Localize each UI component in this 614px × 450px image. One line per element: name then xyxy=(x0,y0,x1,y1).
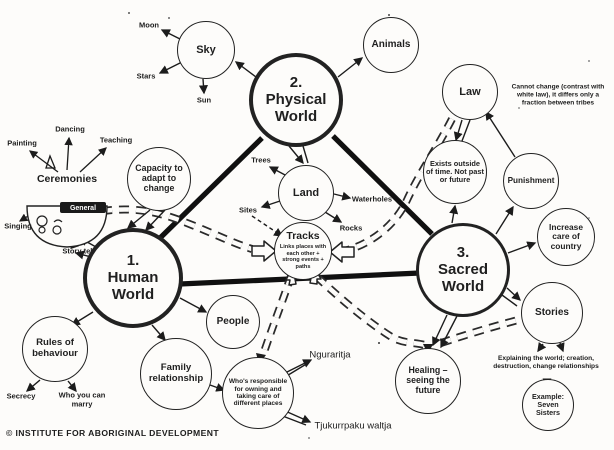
scan-noise xyxy=(128,12,130,14)
node-land: Land xyxy=(278,165,334,221)
node-increase-care: Increase care of country xyxy=(537,208,595,266)
sacred-world-name: Sacred World xyxy=(437,261,489,295)
label-moon: Moon xyxy=(139,20,159,30)
node-punishment: Punishment xyxy=(503,153,559,209)
label-who-you-can-marry: Who you can marry xyxy=(58,390,106,408)
node-healing: Healing – seeing the future xyxy=(395,348,461,414)
node-animals: Animals xyxy=(363,17,419,73)
node-physical-world: 2. Physical World xyxy=(249,53,343,147)
note-stories: Explaining the world; creation, destruct… xyxy=(493,354,599,370)
human-world-name: Human World xyxy=(107,269,159,303)
node-sacred-world: 3. Sacred World xyxy=(416,223,510,317)
node-rules-of-behaviour: Rules of behaviour xyxy=(22,316,88,382)
label-sites: Sites xyxy=(239,205,257,215)
tracks-subtext: Links places with each other + strong ev… xyxy=(279,243,327,271)
node-family-relationship: Family relationship xyxy=(140,338,212,410)
hollow-arrow-left xyxy=(251,240,277,262)
label-dancing: Dancing xyxy=(55,124,85,134)
physical-world-number: 2. xyxy=(289,73,303,91)
ceremony-banner-label: General xyxy=(70,205,96,212)
label-nguraritja: Nguraritja xyxy=(309,349,351,361)
label-waterholes: Waterholes xyxy=(351,194,393,204)
physical-world-name: Physical World xyxy=(265,91,327,125)
label-rocks: Rocks xyxy=(339,223,363,233)
node-sky: Sky xyxy=(177,21,235,79)
human-world-number: 1. xyxy=(126,251,140,269)
node-stories: Stories xyxy=(521,282,583,344)
node-people: People xyxy=(206,295,260,349)
label-secrecy: Secrecy xyxy=(6,391,36,401)
ceremony-symbols: General xyxy=(26,202,108,248)
node-example-seven-sisters: Example: Seven Sisters xyxy=(522,379,574,431)
hollow-arrow-right xyxy=(329,241,355,263)
tracks-title: Tracks xyxy=(286,230,320,243)
label-singing: Singing xyxy=(4,221,32,231)
ceremony-banner xyxy=(60,202,106,213)
credit-line: © INSTITUTE FOR ABORIGINAL DEVELOPMENT xyxy=(6,428,219,438)
label-trees: Trees xyxy=(251,155,271,165)
node-tracks: Tracks Links places with each other + st… xyxy=(274,222,332,280)
label-sun: Sun xyxy=(196,95,212,105)
note-law: Cannot change (contrast with white law),… xyxy=(511,83,605,108)
sacred-world-number: 3. xyxy=(456,243,470,261)
node-whos-responsible: Who's responsible for owning and taking … xyxy=(222,357,294,429)
node-exists-outside-time: Exists outside of time. Not past or futu… xyxy=(423,140,487,204)
label-teaching: Teaching xyxy=(99,135,133,145)
label-stars: Stars xyxy=(136,71,156,81)
node-human-world: 1. Human World xyxy=(83,228,183,328)
label-tjukurrpaku-waltja: Tjukurrpaku waltja xyxy=(314,420,392,432)
label-ceremonies: Ceremonies xyxy=(36,172,98,185)
node-capacity-adapt: Capacity to adapt to change xyxy=(127,147,191,211)
node-law: Law xyxy=(442,64,498,120)
label-painting: Painting xyxy=(7,138,37,148)
